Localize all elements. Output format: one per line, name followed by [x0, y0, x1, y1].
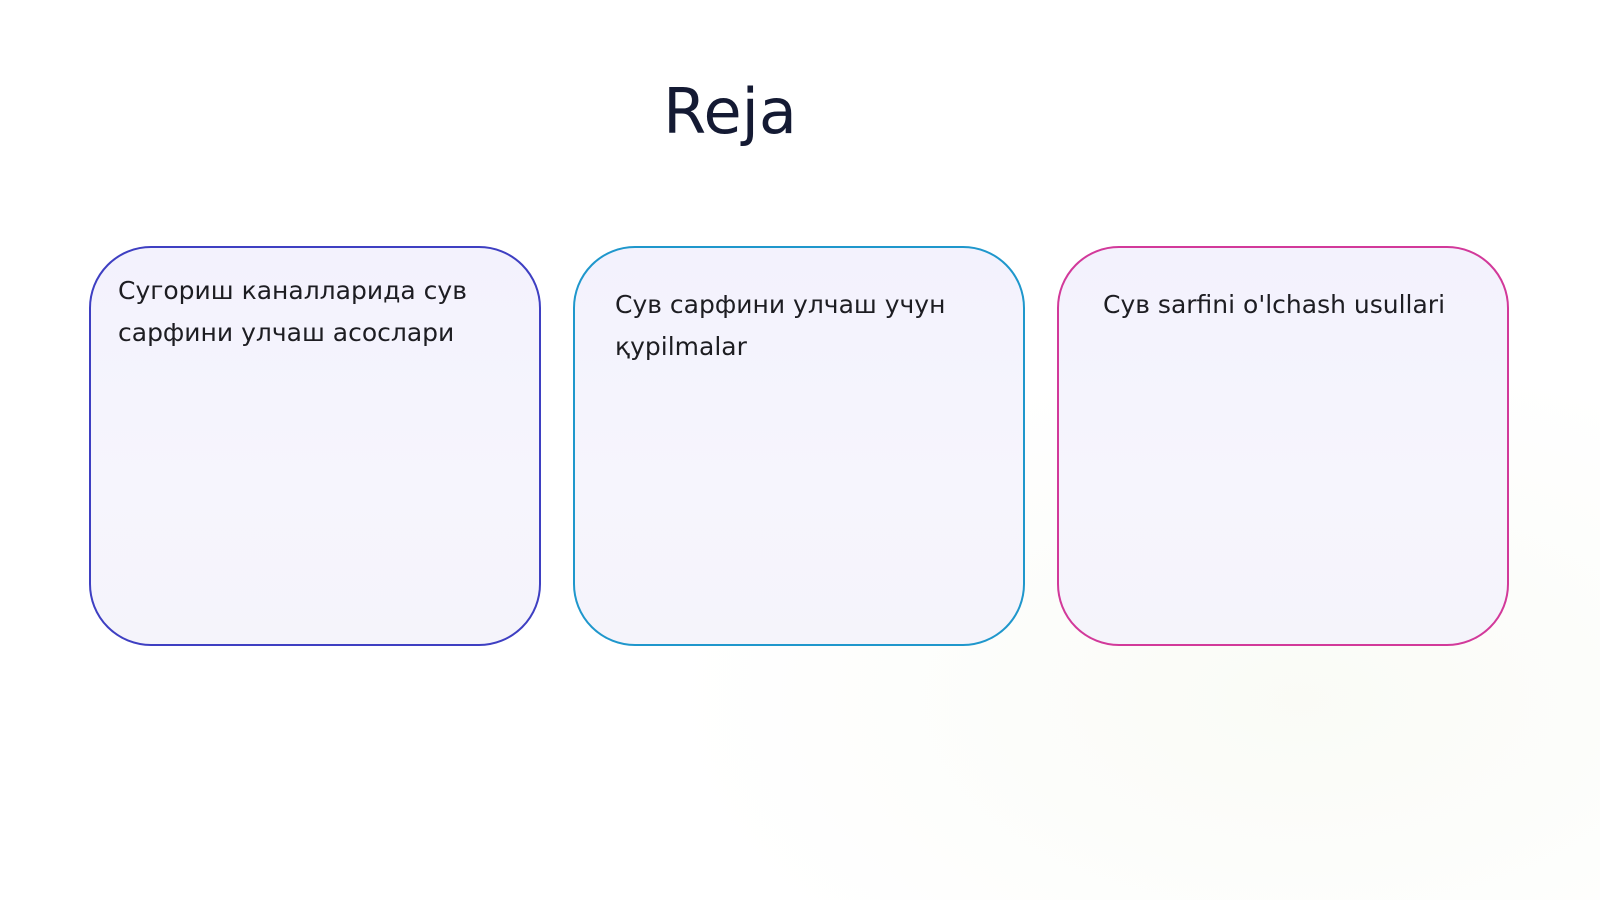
plan-card-2: Сув сарфини улчаш учун қурilmalar — [573, 246, 1025, 646]
plan-card-3-text: Сув sarfini o'lchash usullari — [1103, 290, 1446, 319]
plan-card-1-text: Сугориш каналларида сув сарфини улчаш ас… — [118, 276, 467, 347]
plan-card-3: Сув sarfini o'lchash usullari — [1057, 246, 1509, 646]
plan-card-2-text: Сув сарфини улчаш учун қурilmalar — [615, 290, 946, 361]
slide-title: Reja — [663, 75, 797, 148]
plan-card-1: Сугориш каналларида сув сарфини улчаш ас… — [89, 246, 541, 646]
